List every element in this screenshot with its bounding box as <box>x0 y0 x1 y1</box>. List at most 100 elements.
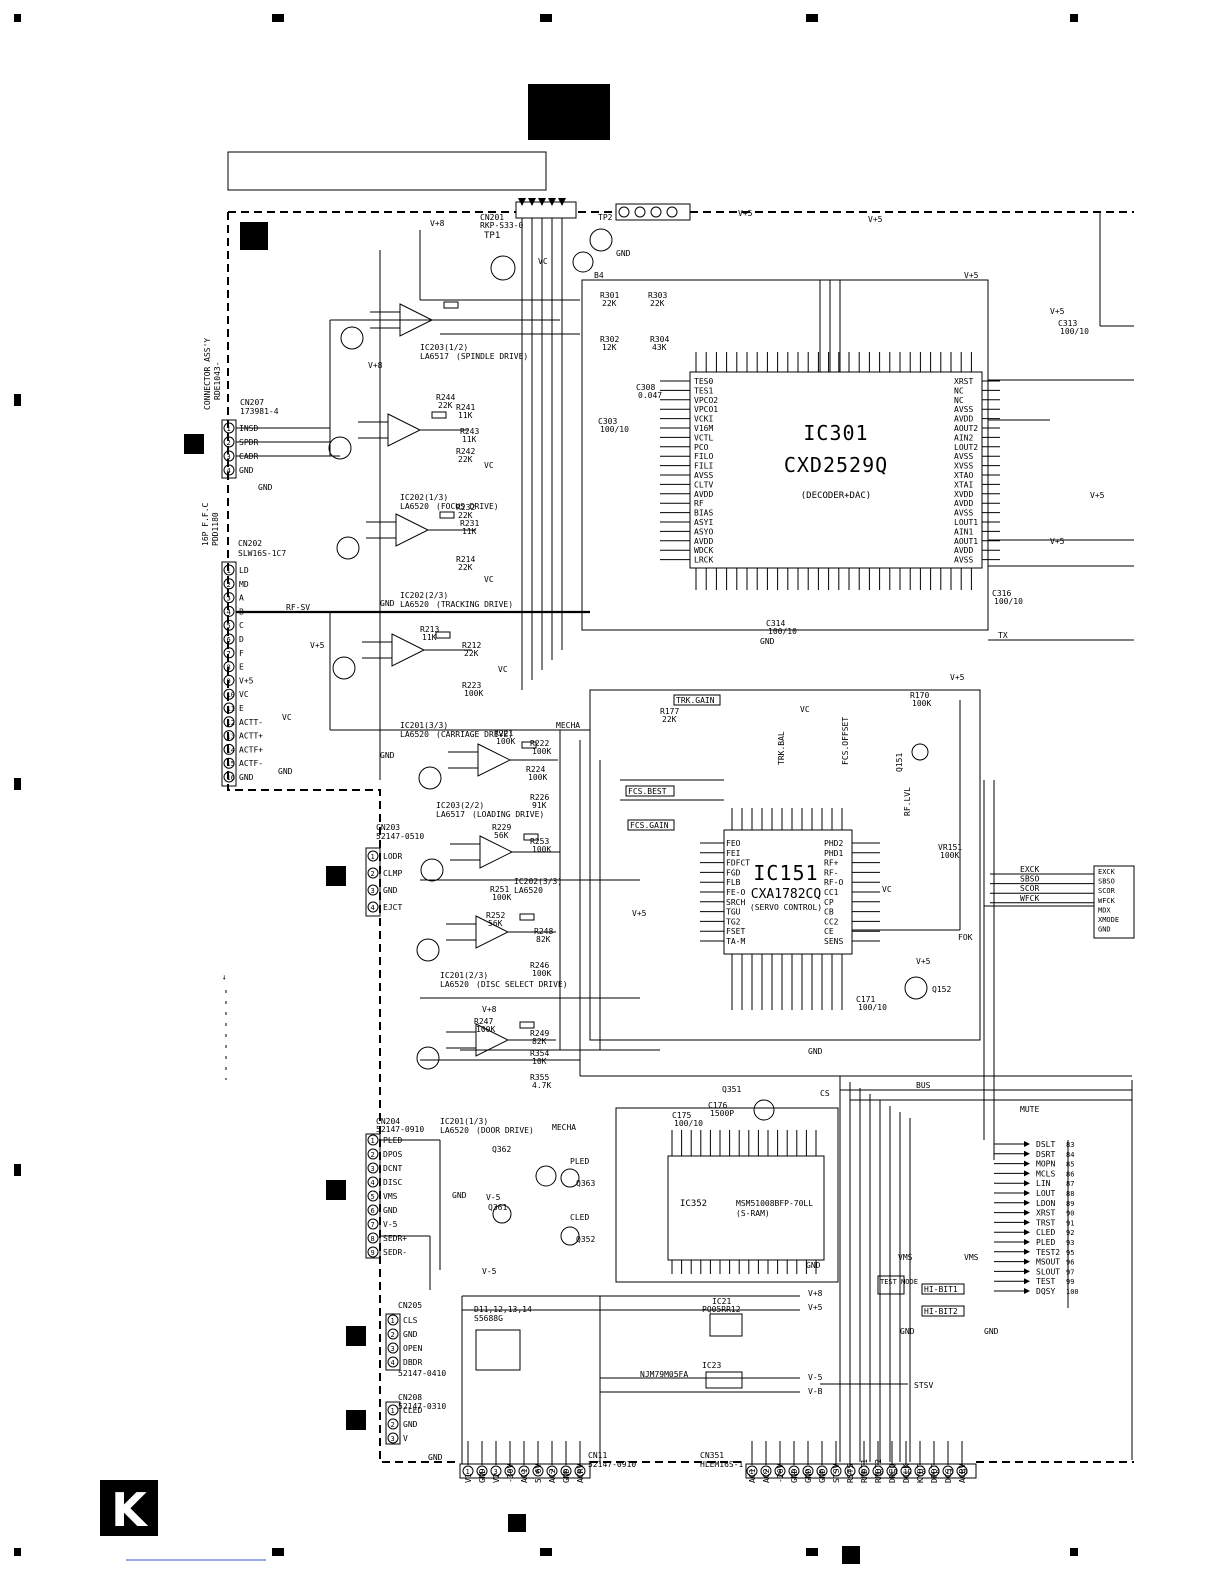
ic301-pin-right: NC <box>954 396 964 405</box>
svg-text:→: → <box>220 975 229 980</box>
page-letter: K <box>111 1483 149 1537</box>
part-value: 11K <box>458 411 473 420</box>
cn202-pins-pin-number: 9 <box>227 677 231 685</box>
part-value: 22K <box>438 401 453 410</box>
mecha-label-2: MECHA <box>552 1123 576 1132</box>
part-value: 0.047 <box>638 391 662 400</box>
ic151-part: CXA1782CQ <box>751 887 822 902</box>
micom-pin-arrow <box>1024 1160 1030 1167</box>
cn11-pins-pin-circle <box>574 1465 586 1477</box>
ic151-pin-right: CC1 <box>824 888 839 897</box>
ic151-pin-right: CB <box>824 908 834 917</box>
ic151-pin-right: PHD1 <box>824 849 843 858</box>
cn202-pins-pin-label: ACTF- <box>239 759 263 768</box>
pled-label: PLED <box>570 1157 589 1166</box>
ic23-part: NJM79M05FA <box>640 1370 688 1379</box>
registration-marks <box>14 14 1078 1561</box>
q351-ref: Q351 <box>722 1085 741 1094</box>
part-ref: R241 <box>456 403 475 412</box>
cn351-pins-pin-label: DCS <box>944 1468 953 1483</box>
ic301-pin-left: WDCK <box>694 546 713 555</box>
cn202-pins-pin-number: 1 <box>227 567 231 575</box>
cn351-pins-pin-number: 13 <box>918 1468 926 1476</box>
cn208-part: 52147-0310 <box>398 1402 446 1411</box>
micom-pin-number: 86 <box>1066 1170 1074 1178</box>
cn201-ref: CN201 <box>480 213 504 222</box>
cn351-pins-pin-number: 12 <box>904 1468 912 1476</box>
q361-ref: Q361 <box>488 1203 507 1212</box>
hi-bit1-label: HI-BIT1 <box>924 1285 958 1294</box>
driver-func: (LOADING DRIVE) <box>472 810 544 819</box>
cn205-pins-pin-number: 1 <box>391 1317 395 1325</box>
cn351-pins-pin-number: 14 <box>932 1468 940 1476</box>
cn11-pins-pin-circle <box>518 1465 530 1477</box>
micom-pin-arrow <box>1024 1258 1030 1265</box>
ic301-pin-right: AOUT1 <box>954 537 978 546</box>
part-value: 100/10 <box>600 425 629 434</box>
cn207-pins-pin-circle <box>223 450 235 462</box>
micom-pin-number: 92 <box>1066 1229 1074 1237</box>
cn202-pins-pin-label: VC <box>239 690 249 699</box>
part-value: 82K <box>536 935 551 944</box>
cn207-pins-pin-number: 3 <box>227 453 231 461</box>
micom-pin-arrow <box>1024 1170 1030 1177</box>
micom-pin-number: 91 <box>1066 1219 1074 1227</box>
cn202-pins-pin-number: 6 <box>227 636 231 644</box>
driver-ref: IC202(2/3) <box>400 591 448 600</box>
ic301-pin-left: FILO <box>694 452 713 461</box>
supply-rail-label: GND <box>452 1191 467 1200</box>
cn11-part: 52147-0910 <box>588 1460 636 1469</box>
part-ref: R213 <box>420 625 439 634</box>
part-value: 22K <box>464 649 479 658</box>
cn205-pins-pin-circle <box>387 1356 399 1368</box>
ic307-input-label: SBSO <box>1020 875 1039 884</box>
micom-pin-name: LIN <box>1036 1179 1051 1188</box>
cn202-pins-pin-circle <box>223 771 235 783</box>
cn204-pins-pin-circle <box>367 1190 379 1202</box>
micom-pin-arrow <box>1024 1239 1030 1245</box>
part-ref: R247 <box>474 1017 493 1026</box>
part-value: 4.7K <box>532 1081 551 1090</box>
driver-motor-symbol <box>340 326 364 350</box>
ic307-pin: WFCK <box>1098 897 1116 905</box>
cn202-pins-pin-label: E <box>239 663 244 672</box>
cn351-pins-pin-number: 2 <box>764 1468 768 1476</box>
cn202-pins-pin-label: D <box>239 635 244 644</box>
cn204-pins-pin-number: 6 <box>371 1207 375 1215</box>
cn351-pins-pin-circle <box>844 1465 856 1477</box>
cn202-pins-pin-circle <box>223 674 235 686</box>
ic301-pin-right: XVDD <box>954 490 973 499</box>
ic301-pin-right: AVDD <box>954 499 973 508</box>
micom-pin-arrow <box>1024 1141 1030 1147</box>
cn351-pins-pin-label: DCLK <box>902 1464 911 1483</box>
hi-bit2-label: HI-BIT2 <box>924 1307 958 1316</box>
part-value: 22K <box>458 511 473 520</box>
cn202-pins-pin-number: 3 <box>227 595 231 603</box>
driver-motor-symbol <box>420 858 444 882</box>
cn202-pins-pin-label: F <box>239 649 244 658</box>
driver-part: LA6520 <box>514 886 543 895</box>
cn203-part: 52147-0510 <box>376 832 424 841</box>
part-ref: C171 <box>856 995 875 1004</box>
driver-motor-symbol <box>328 436 352 460</box>
micom-pin-number: 90 <box>1066 1210 1074 1218</box>
micom-pin-name: TRST <box>1036 1218 1055 1227</box>
cn202-pins-pin-circle <box>223 730 235 742</box>
micom-pin-number: 95 <box>1066 1249 1074 1257</box>
micom-pin-number: 100 <box>1066 1288 1079 1296</box>
q352-ref: Q352 <box>576 1235 595 1244</box>
ic301-pin-left: VPCO2 <box>694 396 718 405</box>
cn208-pins-pin-number: 1 <box>391 1407 395 1415</box>
part-value: 1500P <box>710 1109 734 1118</box>
cn202-pins-pin-circle <box>223 716 235 728</box>
ic301-pin-right: XVSS <box>954 462 973 471</box>
cn351-pins-pin-label: RMDT1 <box>860 1459 869 1483</box>
supply-rail-label: GND <box>616 249 631 258</box>
cn204-pins-pin-circle <box>367 1204 379 1216</box>
mute-label: MUTE <box>1020 1105 1039 1114</box>
part-value: 56K <box>494 831 509 840</box>
micom-pin-name: DQSY <box>1036 1287 1055 1296</box>
cn205-pins-pin-number: 4 <box>391 1359 395 1367</box>
